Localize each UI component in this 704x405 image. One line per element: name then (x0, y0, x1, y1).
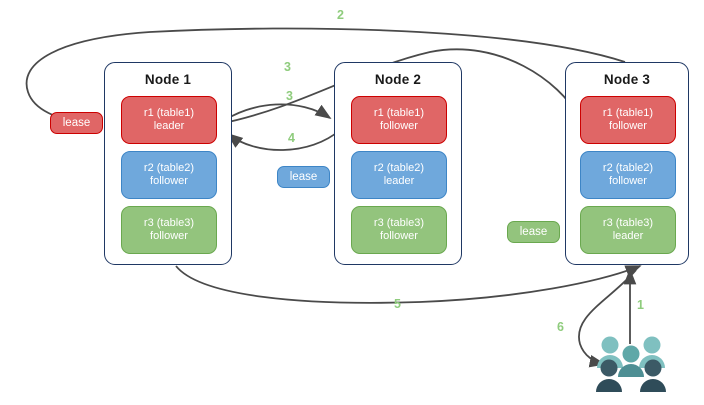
node-title: Node 2 (374, 72, 422, 87)
replica-role: follower (380, 230, 418, 242)
replica-n3r2: r2 (table2) follower (580, 151, 676, 199)
replica-name: r3 (table3) (602, 216, 654, 229)
lease-badge-r1: lease (50, 112, 103, 134)
replica-n1r3: r3 (table3) follower (121, 206, 217, 254)
lease-label: lease (289, 171, 318, 183)
replica-name: r2 (table2) (143, 161, 195, 174)
replica-name: r1 (table1) (602, 106, 654, 119)
node-container-node1: Node 1 r1 (table1) leader r2 (table2) fo… (104, 62, 232, 265)
lease-label: lease (62, 117, 91, 129)
replica-n1r2: r2 (table2) follower (121, 151, 217, 199)
lease-label: lease (519, 226, 548, 238)
replica-name: r2 (table2) (373, 161, 425, 174)
edge-step-4 (226, 129, 341, 151)
step-label-1: 1 (637, 298, 644, 312)
replica-role: follower (380, 120, 418, 132)
replica-role: follower (609, 175, 647, 187)
step-label-3b: 3 (286, 89, 293, 103)
step-label-4: 4 (288, 131, 295, 145)
node-title: Node 3 (603, 72, 651, 87)
users-icon (596, 336, 666, 392)
replica-name: r3 (table3) (143, 216, 195, 229)
step-label-2: 2 (337, 8, 344, 22)
node-title: Node 1 (144, 72, 192, 87)
replica-role: leader (612, 230, 644, 242)
step-label-5: 5 (394, 297, 401, 311)
step-label-3a: 3 (284, 60, 291, 74)
replica-role: follower (609, 120, 647, 132)
replica-name: r1 (table1) (143, 106, 195, 119)
lease-badge-r2: lease (277, 166, 330, 188)
replica-n3r1: r1 (table1) follower (580, 96, 676, 144)
replica-n2r3: r3 (table3) follower (351, 206, 447, 254)
edge-step-3-short (218, 103, 332, 125)
node-container-node3: Node 3 r1 (table1) follower r2 (table2) … (565, 62, 689, 265)
replica-role: follower (150, 230, 188, 242)
replica-n3r3: r3 (table3) leader (580, 206, 676, 254)
replica-name: r2 (table2) (602, 161, 654, 174)
replica-role: leader (153, 120, 185, 132)
replica-n2r1: r1 (table1) follower (351, 96, 447, 144)
edge-step-5 (175, 265, 642, 304)
lease-badge-r3: lease (507, 221, 560, 243)
replica-name: r1 (table1) (373, 106, 425, 119)
replica-role: leader (383, 175, 415, 187)
replica-n1r1: r1 (table1) leader (121, 96, 217, 144)
step-label-6: 6 (557, 320, 564, 334)
replica-name: r3 (table3) (373, 216, 425, 229)
replica-n2r2: r2 (table2) leader (351, 151, 447, 199)
node-container-node2: Node 2 r1 (table1) follower r2 (table2) … (334, 62, 462, 265)
replica-role: follower (150, 175, 188, 187)
